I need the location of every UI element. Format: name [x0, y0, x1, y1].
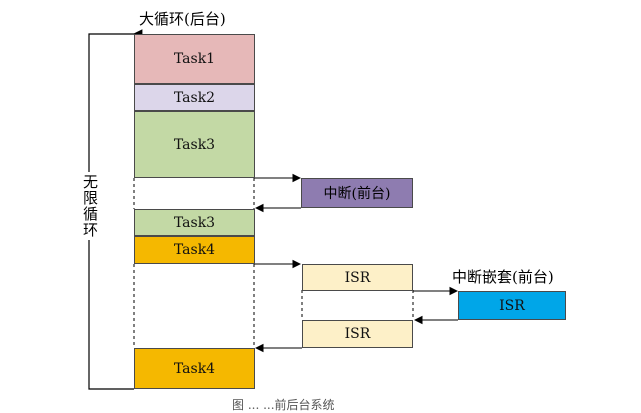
interrupt-block: 中断(前台) — [301, 178, 413, 208]
infinite-loop-label: 无限循环 — [80, 172, 101, 240]
task3-block: Task3 — [134, 111, 255, 178]
task1-block: Task1 — [134, 34, 255, 84]
task3-resume-block: Task3 — [134, 209, 255, 236]
isr-block: ISR — [302, 264, 413, 291]
isr-resume-block: ISR — [302, 320, 413, 348]
task2-block: Task2 — [134, 84, 255, 111]
main-loop-label: 大循环(后台) — [139, 10, 226, 28]
nested-isr-block: ISR — [458, 291, 566, 320]
nested-interrupt-label: 中断嵌套(前台) — [452, 268, 554, 286]
task4-block: Task4 — [134, 236, 255, 264]
task4-resume-block: Task4 — [134, 348, 255, 389]
